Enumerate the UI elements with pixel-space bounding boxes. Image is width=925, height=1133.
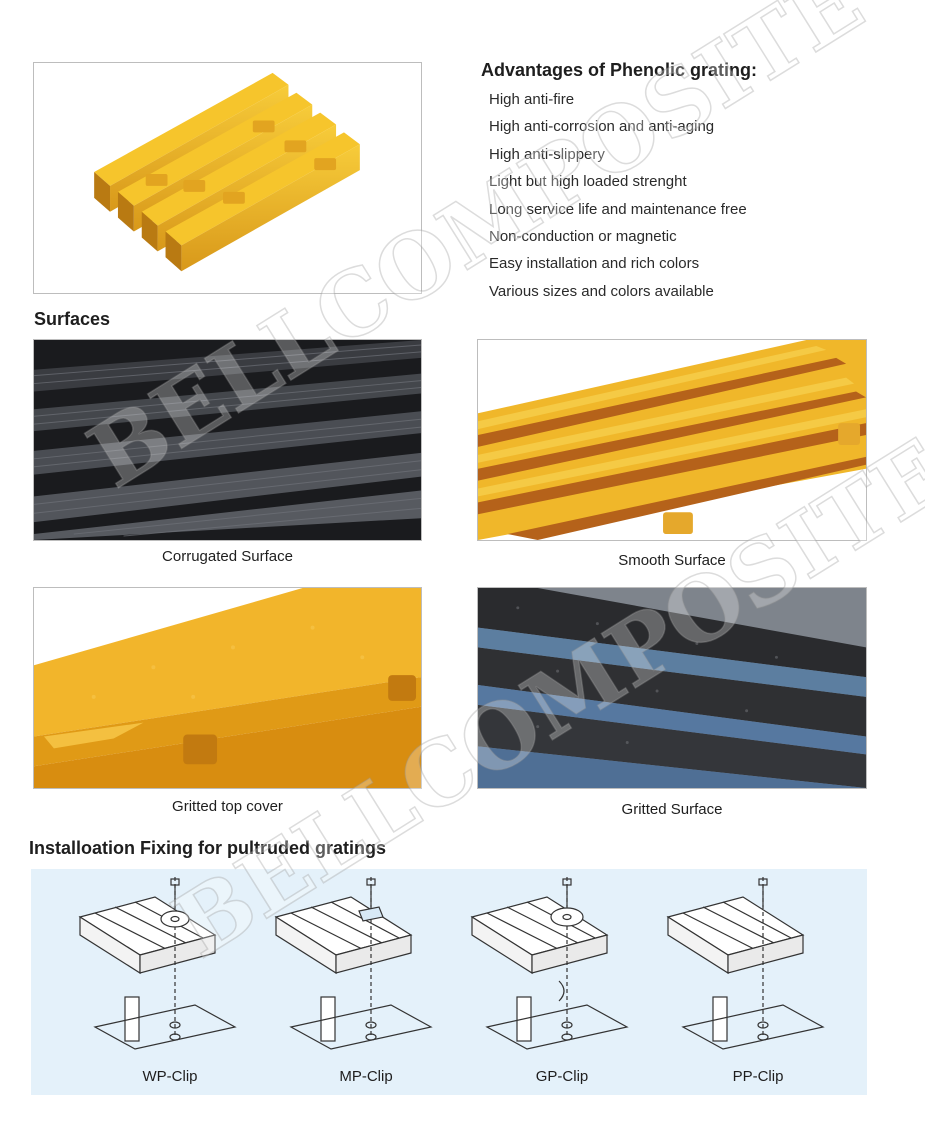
- advantage-item: Light but high loaded strenght: [489, 173, 687, 191]
- advantage-item: Non-conduction or magnetic: [489, 228, 677, 246]
- clip-label-pp: PP-Clip: [732, 1068, 784, 1085]
- gritted-surface-photo: [477, 587, 867, 789]
- advantage-item: High anti-slippery: [489, 145, 605, 163]
- mp-clip-diagram: MP-Clip: [271, 869, 461, 1095]
- mp-clip-illustration: [274, 877, 433, 1050]
- advantage-item: Various sizes and colors available: [489, 282, 714, 300]
- advantage-item: High anti-fire: [489, 91, 575, 108]
- advantage-item: High anti-corrosion and anti-aging: [489, 118, 715, 136]
- caption-gritted-top-cover: Gritted top cover: [172, 798, 283, 815]
- gp-clip-illustration: [470, 877, 629, 1050]
- surfaces-title: Surfaces: [34, 309, 111, 329]
- corrugated-surface-photo: [33, 339, 422, 541]
- caption-gritted-surface: Gritted Surface: [621, 801, 723, 818]
- installation-title: Installoation Fixing for pultruded grati…: [29, 838, 386, 858]
- gritted-top-cover-photo: [33, 587, 422, 789]
- advantages-list: High anti-fire High anti-corrosion and a…: [489, 86, 747, 305]
- pp-clip-illustration: [666, 877, 825, 1050]
- advantages-title: Advantages of Phenolic grating:: [481, 60, 758, 80]
- wp-clip-diagram: WP-Clip: [75, 869, 265, 1095]
- clip-label-wp: WP-Clip: [142, 1068, 198, 1085]
- product-photo-phenolic-grating: [33, 62, 422, 294]
- clip-label-mp: MP-Clip: [339, 1068, 393, 1085]
- installation-clips-panel: WP-Clip MP-Clip: [31, 869, 867, 1095]
- gp-clip-diagram: GP-Clip: [467, 869, 657, 1095]
- smooth-surface-photo: [477, 339, 867, 541]
- advantage-item: Long service life and maintenance free: [489, 200, 747, 218]
- advantage-item: Easy installation and rich colors: [489, 255, 700, 273]
- caption-corrugated-surface: Corrugated Surface: [162, 548, 293, 565]
- wp-clip-illustration: [78, 877, 237, 1050]
- pp-clip-diagram: PP-Clip: [663, 869, 853, 1095]
- caption-smooth-surface: Smooth Surface: [618, 552, 726, 569]
- clip-label-gp: GP-Clip: [535, 1068, 589, 1085]
